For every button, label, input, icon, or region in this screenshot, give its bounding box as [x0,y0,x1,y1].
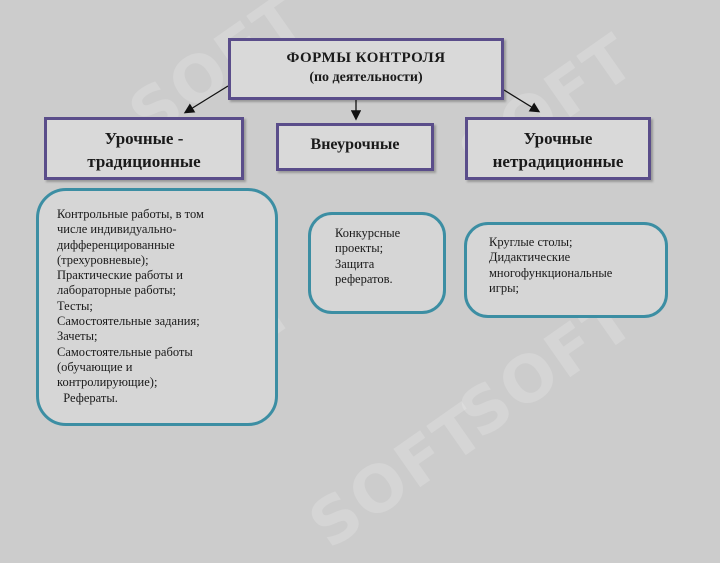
list-item: Контрольные работы, в том [57,207,204,221]
list-item: Самостоятельные работы [57,344,193,359]
list-item: (трехуровневые); [57,252,149,267]
list-item: Конкурсные [335,226,401,240]
category-nontraditional: Урочные нетрадиционные [465,117,651,180]
connector-arrows [183,85,541,121]
list-item: многофункциональные [489,265,613,280]
category-extracurricular: Внеурочные [276,123,434,171]
list-item: Рефераты. [57,390,118,405]
category-traditional: Урочные - традиционные [44,117,244,180]
category-line: Внеурочные [310,136,400,153]
list-item: числе индивидуально- [57,222,177,237]
list-item: контролирующие); [57,375,158,390]
list-item: Тесты; [57,298,93,313]
list-item: Самостоятельные задания; [57,314,200,329]
list-item: (обучающие и [57,359,133,374]
diagram-canvas: SOFT SOFT SOFT SOFT SOFT ФОРМЫ КОНТРОЛЯ … [36,38,668,426]
category-line: традиционные [87,152,201,171]
list-item: лабораторные работы; [57,283,177,298]
list-item: Зачеты; [57,329,98,344]
category-line: Урочные - [104,129,184,148]
root-box: ФОРМЫ КОНТРОЛЯ (по деятельности) [228,38,504,100]
list-item: игры; [489,280,519,295]
list-item: Защита [335,256,375,271]
root-title: ФОРМЫ КОНТРОЛЯ [286,50,446,66]
arrow-to-traditional [183,85,229,114]
list-item: дифференцированные [57,237,175,252]
list-item: Круглые столы; [489,235,573,249]
list-item: Дидактические [489,250,571,265]
list-item: Практические работы и [57,268,183,283]
root-subtitle: (по деятельности) [309,70,423,85]
category-line: нетрадиционные [492,152,624,171]
list-item: проекты; [335,241,384,256]
arrow-to-nontraditional [503,89,541,113]
list-item: рефератов. [335,271,393,286]
category-line: Урочные [523,129,593,148]
